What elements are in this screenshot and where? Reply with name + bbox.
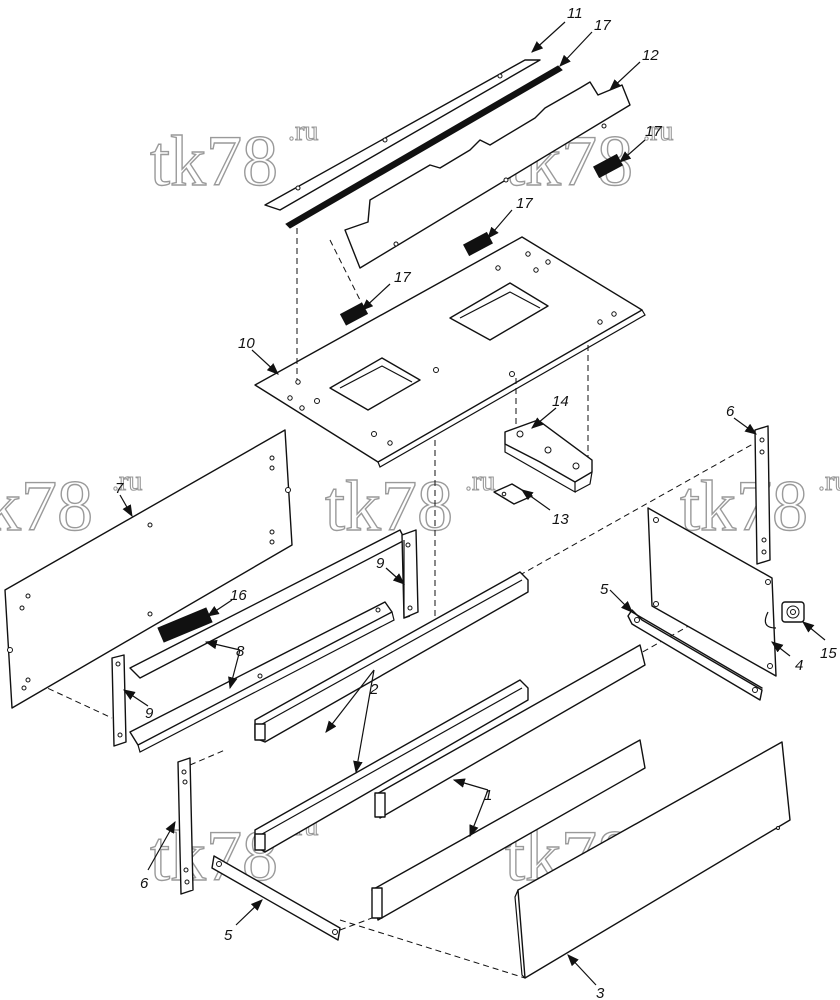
callout-6: 6 [726,403,735,420]
callout-14: 14 [552,393,569,410]
part-14-mount-block [504,419,593,494]
callout-10: 10 [238,335,255,352]
callout-16: 16 [230,587,247,604]
callout-9: 9 [376,555,385,572]
callout-4: 4 [795,657,803,674]
callout-9: 9 [145,705,154,722]
watermark-suffix: .ru [818,466,840,497]
part-7-side-panel [4,429,293,709]
callout-1: 1 [484,787,492,804]
part-17-seal-pads [339,153,623,326]
callout-17: 17 [594,17,611,34]
part-12-bracket [344,81,631,269]
callout-labels: 11 17 12 17 17 17 10 14 13 7 6 16 9 8 9 … [115,5,837,1000]
watermark-suffix: .ru [288,116,318,147]
callout-17: 17 [394,269,411,286]
part-11-strip [264,59,541,211]
callout-11: 11 [567,5,583,22]
watermark-text: tk78 [150,121,278,201]
part-17-seal-strip [285,65,563,229]
part-5-flat-bars [211,609,763,941]
part-1-channels [371,644,646,921]
callout-5: 5 [224,927,233,944]
watermark-suffix: .ru [465,466,495,497]
part-8-angle-strips [129,529,406,753]
callout-8: 8 [236,643,245,660]
part-2-rails [254,571,529,853]
part-10-top-plate [254,236,646,468]
watermark-suffix: .ru [643,116,673,147]
part-13-clip [493,483,533,505]
part-9-brackets [111,529,419,747]
part-6-vertical-bars [177,425,771,895]
callout-15: 15 [820,645,837,662]
callout-2: 2 [369,681,379,698]
watermark-text: tk78 [680,466,808,546]
part-4-end-panel [647,507,777,677]
callout-5: 5 [600,581,609,598]
callout-6: 6 [140,875,149,892]
watermark-suffix: .ru [112,466,142,497]
part-15-knob [764,601,805,629]
watermark-text: tk78 [0,466,93,546]
callout-12: 12 [642,47,659,64]
callout-3: 3 [596,985,605,1000]
callout-17: 17 [645,123,662,140]
leader-lines [119,21,826,986]
part-3-bottom-panel [514,741,791,979]
callout-13: 13 [552,511,569,528]
callout-17: 17 [516,195,533,212]
part-16-seal [157,607,213,643]
watermark-text: tk78 [325,466,453,546]
callout-7: 7 [115,480,124,497]
